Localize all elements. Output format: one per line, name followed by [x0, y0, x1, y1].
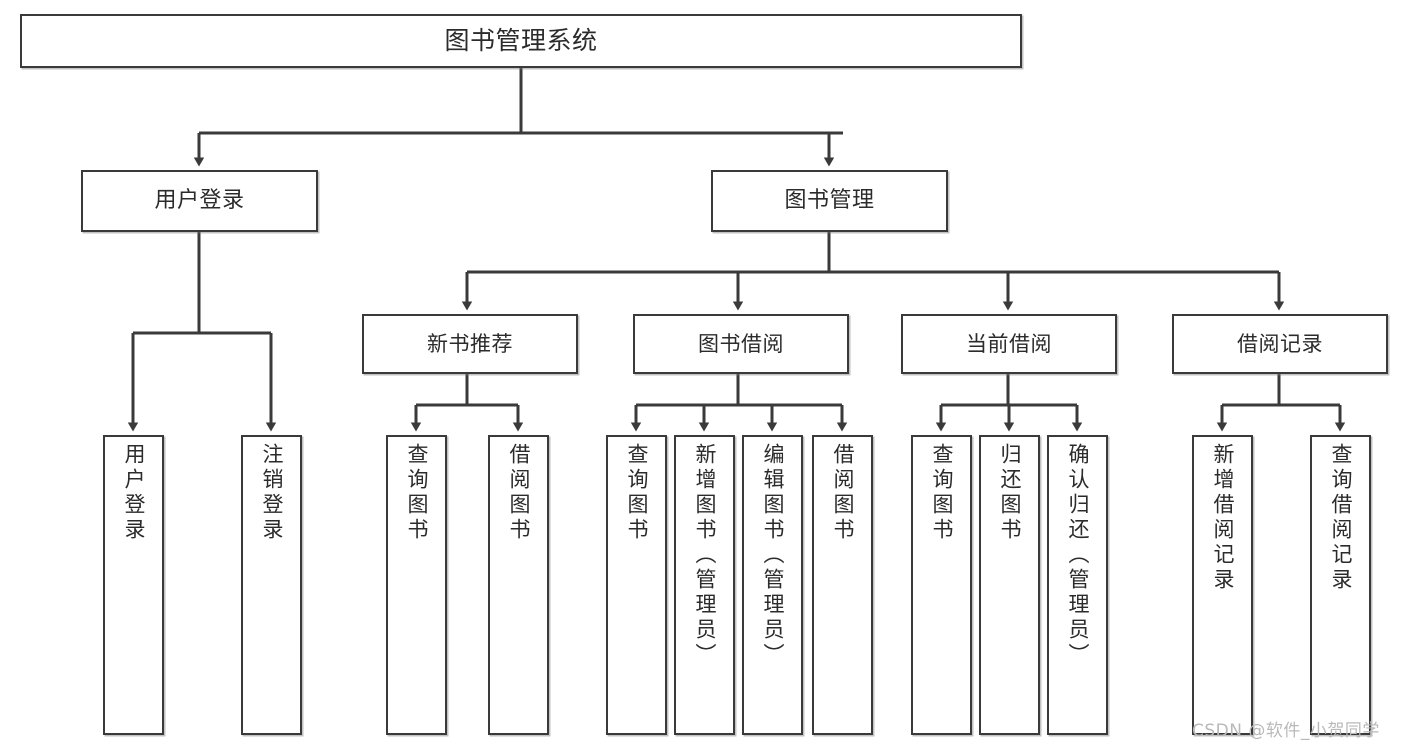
node-leaf-book-borrow-4-label: 借阅图书 [831, 443, 855, 543]
node-book-manage[interactable]: 图书管理 [711, 170, 948, 232]
node-leaf-borrow-record-1-label: 新增借阅记录 [1211, 443, 1235, 593]
node-leaf-book-borrow-4[interactable]: 借阅图书 [812, 435, 873, 735]
node-leaf-book-borrow-3[interactable]: 编辑图书（管理员） [742, 435, 803, 735]
node-current-borrow[interactable]: 当前借阅 [901, 314, 1117, 374]
node-leaf-book-borrow-1[interactable]: 查询图书 [606, 435, 667, 735]
node-root-label: 图书管理系统 [444, 26, 598, 56]
node-leaf-current-borrow-1-label: 查询图书 [930, 443, 954, 543]
node-leaf-current-borrow-1[interactable]: 查询图书 [911, 435, 972, 735]
node-user-login-label: 用户登录 [154, 188, 245, 214]
node-borrow-record-label: 借阅记录 [1237, 331, 1323, 356]
node-leaf-book-borrow-3-label: 编辑图书（管理员） [761, 443, 785, 668]
node-root[interactable]: 图书管理系统 [20, 14, 1022, 68]
node-leaf-current-borrow-2-label: 归还图书 [998, 443, 1022, 543]
node-leaf-current-borrow-2[interactable]: 归还图书 [979, 435, 1040, 735]
node-leaf-book-borrow-2-label: 新增图书（管理员） [693, 443, 717, 668]
node-borrow-record[interactable]: 借阅记录 [1172, 314, 1388, 374]
node-current-borrow-label: 当前借阅 [966, 331, 1052, 356]
node-leaf-user-login-1[interactable]: 用户登录 [103, 435, 164, 735]
node-book-borrow-label: 图书借阅 [698, 331, 784, 356]
node-leaf-book-borrow-2[interactable]: 新增图书（管理员） [674, 435, 735, 735]
node-user-login[interactable]: 用户登录 [81, 170, 318, 232]
node-leaf-user-login-1-label: 用户登录 [122, 443, 146, 543]
node-leaf-new-book-1-label: 查询图书 [405, 443, 429, 543]
node-leaf-new-book-1[interactable]: 查询图书 [386, 435, 447, 735]
node-book-manage-label: 图书管理 [784, 188, 875, 214]
node-leaf-borrow-record-2[interactable]: 查询借阅记录 [1310, 435, 1371, 735]
node-new-book-recommend[interactable]: 新书推荐 [362, 314, 578, 374]
node-book-borrow[interactable]: 图书借阅 [633, 314, 849, 374]
node-leaf-borrow-record-2-label: 查询借阅记录 [1329, 443, 1353, 593]
node-leaf-current-borrow-3[interactable]: 确认归还（管理员） [1047, 435, 1108, 735]
watermark: CSDN @软件_小贺同学 [1192, 721, 1380, 741]
node-leaf-new-book-2-label: 借阅图书 [507, 443, 531, 543]
node-leaf-current-borrow-3-label: 确认归还（管理员） [1066, 443, 1090, 668]
node-leaf-borrow-record-1[interactable]: 新增借阅记录 [1192, 435, 1253, 735]
node-leaf-user-login-2[interactable]: 注销登录 [241, 435, 302, 735]
node-new-book-recommend-label: 新书推荐 [427, 331, 513, 356]
node-leaf-user-login-2-label: 注销登录 [260, 443, 284, 543]
node-leaf-book-borrow-1-label: 查询图书 [625, 443, 649, 543]
node-leaf-new-book-2[interactable]: 借阅图书 [488, 435, 549, 735]
